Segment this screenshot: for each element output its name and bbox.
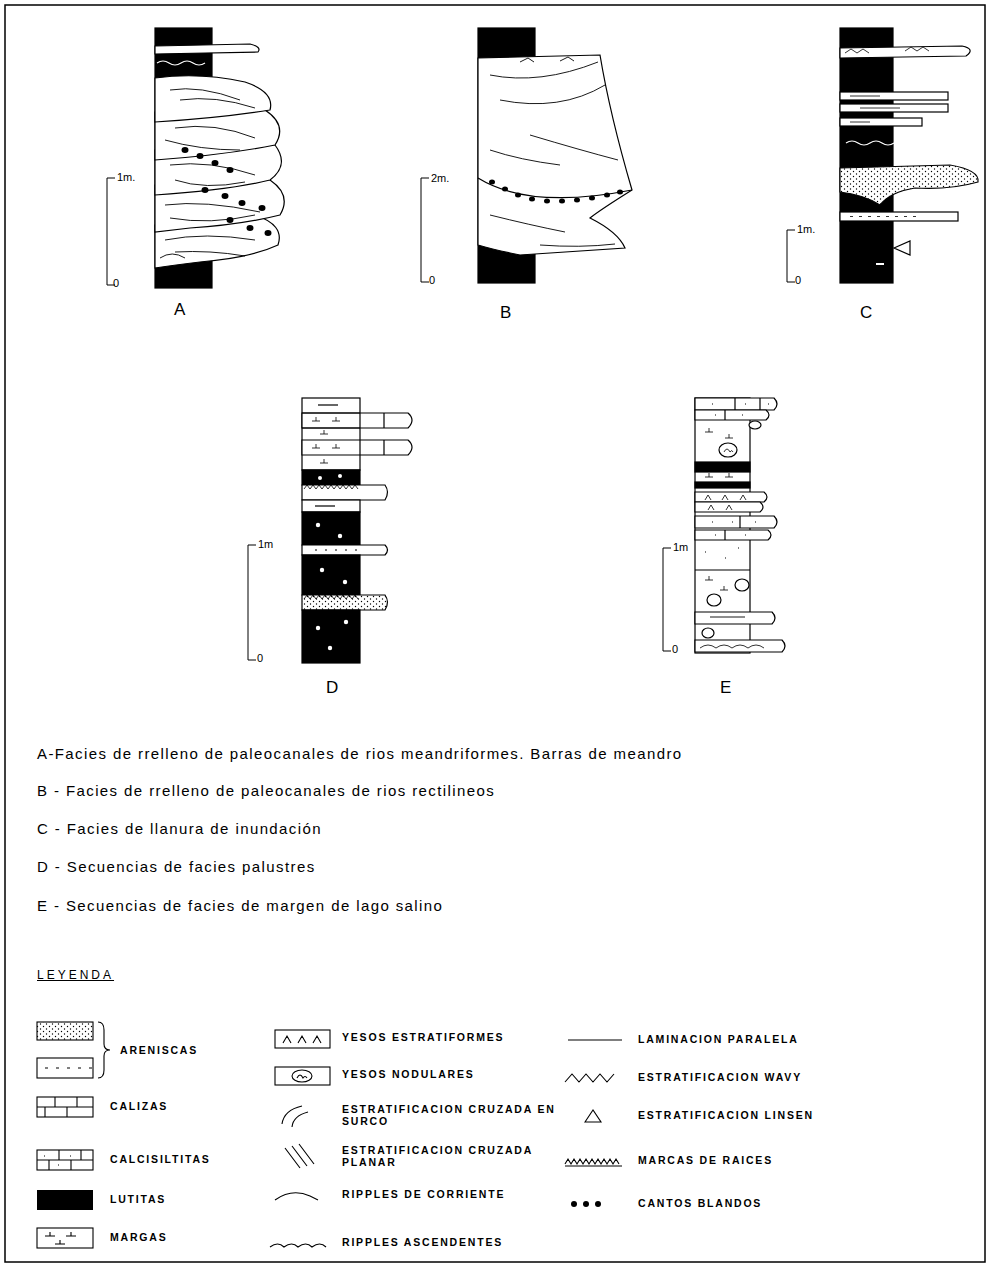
- legend-text: LUTITAS: [110, 1193, 166, 1205]
- column-letter: A: [174, 300, 185, 320]
- legend-swatch: [37, 1190, 93, 1210]
- legend-text: CANTOS BLANDOS: [638, 1197, 762, 1209]
- scale-bar: [787, 230, 795, 282]
- column-b: [478, 28, 632, 283]
- legend-symbol: [275, 1067, 330, 1085]
- column-letter: D: [326, 678, 338, 698]
- caption: A-Facies de rrelleno de paleocanales de …: [37, 745, 683, 762]
- legend-text: YESOS NODULARES: [342, 1068, 475, 1080]
- scale-bar: [248, 545, 256, 660]
- caption: B - Facies de rrelleno de paleocanales d…: [37, 782, 495, 799]
- scale-bar: [663, 548, 671, 651]
- legend-text: YESOS ESTRATIFORMES: [342, 1031, 504, 1043]
- column-letter: C: [860, 303, 872, 323]
- scale-label: 0: [795, 274, 801, 287]
- frame: [5, 5, 985, 1262]
- scale-bar: [421, 178, 429, 282]
- scale-label: 0: [113, 277, 119, 290]
- legend-symbol: [565, 1159, 622, 1166]
- legend-symbol: [37, 1228, 93, 1248]
- legend-text: ESTRATIFICACION CRUZADA PLANAR: [342, 1144, 557, 1168]
- legend-text: ESTRATIFICACION CRUZADA EN SURCO: [342, 1103, 557, 1127]
- scale-label: 0: [257, 652, 263, 665]
- legend-symbol: [565, 1074, 614, 1082]
- legend-text: ARENISCAS: [120, 1044, 198, 1056]
- legend-text: ESTRATIFICACION LINSEN: [638, 1109, 814, 1121]
- column-letter: B: [500, 303, 511, 323]
- scale-label: 1m: [258, 538, 273, 551]
- legend-text: CALIZAS: [110, 1100, 168, 1112]
- legend-text: RIPPLES ASCENDENTES: [342, 1236, 503, 1248]
- legend-text: CALCISILTITAS: [110, 1153, 211, 1165]
- column-c: [840, 28, 978, 283]
- scale-bar: [107, 178, 115, 285]
- legend-symbol: [270, 1244, 326, 1247]
- legend-text: LAMINACION PARALELA: [638, 1033, 799, 1045]
- scale-label: 1m: [673, 541, 688, 554]
- caption: C - Facies de llanura de inundación: [37, 820, 322, 837]
- scale-label: 0: [672, 643, 678, 656]
- legend-symbol: [37, 1097, 93, 1117]
- legend-symbol: [282, 1106, 308, 1127]
- scale-label: 1m.: [797, 223, 815, 236]
- column-e: [695, 398, 785, 653]
- legend-text: MARCAS DE RAICES: [638, 1154, 773, 1166]
- legend-symbol: [275, 1030, 330, 1048]
- column-letter: E: [720, 678, 731, 698]
- scale-label: 1m.: [117, 171, 135, 184]
- legend-text: ESTRATIFICACION WAVY: [638, 1071, 802, 1083]
- column-d: [302, 398, 412, 663]
- legend-heading: LEYENDA: [37, 969, 114, 983]
- legend-symbol: [275, 1193, 318, 1200]
- legend-symbol: [37, 1150, 93, 1170]
- scale-label: 2m.: [431, 172, 449, 185]
- legend-symbol: [585, 1110, 601, 1122]
- legend-text: MARGAS: [110, 1231, 167, 1243]
- column-a: [155, 28, 284, 288]
- legend-symbol: [285, 1144, 314, 1168]
- legend-symbol: [571, 1201, 601, 1207]
- scale-label: 0: [429, 274, 435, 287]
- caption: E - Secuencias de facies de margen de la…: [37, 897, 443, 914]
- legend-text: RIPPLES DE CORRIENTE: [342, 1188, 505, 1200]
- legend-symbol: [568, 1040, 622, 1041]
- caption: D - Secuencias de facies palustres: [37, 858, 316, 875]
- legend-symbols: [37, 1022, 622, 1248]
- legend-symbol: [37, 1022, 110, 1078]
